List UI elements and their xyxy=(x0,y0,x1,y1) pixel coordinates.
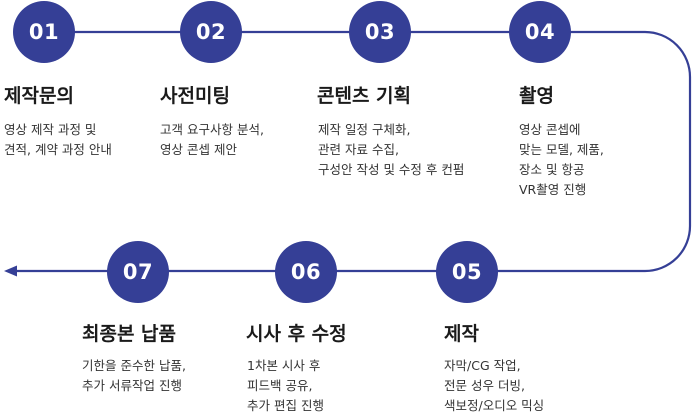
step-title: 제작 xyxy=(444,323,479,345)
step-number-badge: 03 xyxy=(349,1,411,63)
step-number-badge: 01 xyxy=(13,1,75,63)
step-description: 고객 요구사항 분석, 영상 콘셉 제안 xyxy=(160,122,264,157)
step-title: 제작문의 xyxy=(4,85,74,107)
step-description: 자막/CG 작업, 전문 성우 더빙, 색보정/오디오 믹싱 xyxy=(444,358,545,413)
step-number-badge: 06 xyxy=(275,241,337,303)
step-title: 콘텐츠 기획 xyxy=(317,85,412,107)
step-description: 영상 제작 과정 및 견적, 계약 과정 안내 xyxy=(4,122,112,157)
step-number-badge: 07 xyxy=(107,241,169,303)
step-title: 최종본 납품 xyxy=(82,323,177,345)
connector-line xyxy=(14,30,692,273)
step-title: 촬영 xyxy=(519,85,554,107)
step-description: 기한을 준수한 납품, 추가 서류작업 진행 xyxy=(82,358,186,393)
step-title: 사전미팅 xyxy=(160,85,230,107)
step-description: 제작 일정 구체화, 관련 자료 수집, 구성안 작성 및 수정 후 컨펌 xyxy=(318,122,465,177)
step-number-badge: 04 xyxy=(509,1,571,63)
step-number-badge: 05 xyxy=(436,241,498,303)
step-description: 영상 콘셉에 맞는 모델, 제품, 장소 및 항공 VR촬영 진행 xyxy=(519,122,604,197)
step-number-badge: 02 xyxy=(180,1,242,63)
step-title: 시사 후 수정 xyxy=(246,323,347,345)
arrowhead-left-icon xyxy=(4,265,17,277)
step-description: 1차본 시사 후 피드백 공유, 추가 편집 진행 xyxy=(247,358,324,413)
